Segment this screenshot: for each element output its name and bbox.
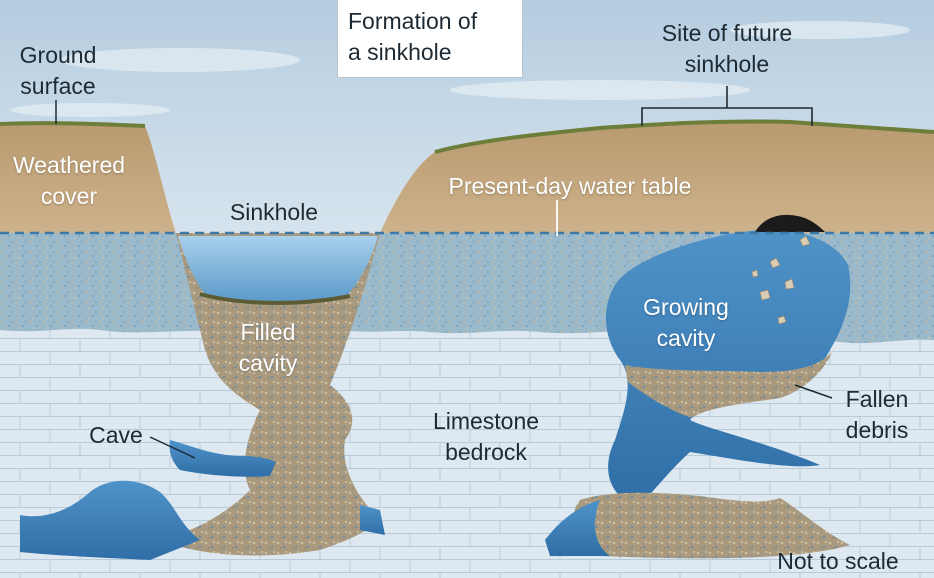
growing-cavity-body [605, 229, 851, 506]
label-site-future-sinkhole: Site of future sinkhole [661, 20, 793, 77]
fallen-debris-leader [794, 384, 833, 399]
lower-debris-right [572, 492, 850, 559]
label-growing-cavity: Growing cavity [643, 294, 729, 351]
weathered-cover-left [0, 123, 176, 233]
grass-left [0, 121, 146, 128]
cave-passage [169, 440, 276, 477]
diagram-title: Formation of a sinkhole [348, 8, 478, 65]
lower-cave-right-tip [360, 505, 385, 535]
surface-collapse [755, 214, 825, 232]
label-sinkhole: Sinkhole [229, 199, 319, 225]
clouds [10, 21, 910, 117]
label-weathered-cover: Weathered cover [12, 152, 126, 209]
cave-leader [149, 436, 196, 459]
label-cave: Cave [89, 422, 143, 448]
label-fallen-debris: Fallen debris [845, 386, 909, 443]
label-ground-surface: Ground surface [19, 42, 97, 99]
sinkhole-pond [178, 236, 378, 304]
filled-cavity-body [160, 233, 380, 556]
label-limestone-bedrock: Limestone bedrock [432, 408, 540, 465]
cavity-debris [625, 352, 832, 418]
title-box: Formation of a sinkhole [337, 0, 523, 78]
lower-cave-left [20, 480, 200, 560]
weathered-cover-right [380, 121, 934, 233]
falling-debris [751, 235, 811, 325]
sinkhole-rim [199, 292, 351, 305]
future-site-bracket [641, 86, 813, 126]
label-filled-cavity: Filled cavity [238, 319, 298, 376]
grass-right [434, 119, 934, 154]
label-water-table: Present-day water table [448, 173, 692, 199]
label-not-to-scale: Not to scale [777, 548, 899, 574]
lower-cave-right [545, 500, 610, 556]
